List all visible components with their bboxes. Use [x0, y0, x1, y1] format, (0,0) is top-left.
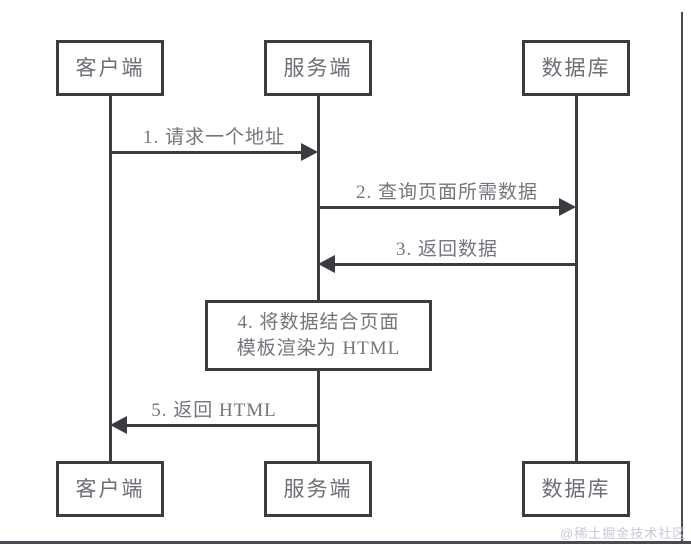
- message-label-1: 1. 请求一个地址: [142, 127, 285, 148]
- lifeline-server: [317, 96, 320, 466]
- participant-box-server-top[interactable]: 服务端: [264, 40, 372, 96]
- message-label-2: 2. 查询页面所需数据: [355, 182, 538, 203]
- message-arrowhead-5: [110, 416, 127, 434]
- watermark-label: @稀土掘金技术社区: [560, 526, 687, 541]
- participant-label-server-top: 服务端: [283, 55, 353, 80]
- note-line-2: 模板渲染为 HTML: [236, 337, 401, 359]
- participant-label-database-bottom: 数据库: [541, 476, 611, 501]
- message-line-2: [318, 206, 560, 209]
- message-line-3: [334, 263, 578, 266]
- lifeline-client: [109, 96, 112, 466]
- message-arrowhead-3: [318, 255, 335, 273]
- participant-box-database-top[interactable]: 数据库: [522, 40, 630, 96]
- message-line-1: [110, 151, 302, 154]
- note-box-render[interactable]: 4. 将数据结合页面 模板渲染为 HTML: [205, 300, 432, 371]
- participant-label-database-top: 数据库: [541, 55, 611, 80]
- message-label-5: 5. 返回 HTML: [151, 400, 277, 421]
- participant-box-server-bottom[interactable]: 服务端: [264, 461, 372, 517]
- participant-label-client-bottom: 客户端: [75, 476, 145, 501]
- participant-label-client-top: 客户端: [75, 55, 145, 80]
- message-label-3: 3. 返回数据: [395, 239, 498, 260]
- message-arrowhead-1: [301, 143, 318, 161]
- note-line-1: 4. 将数据结合页面: [237, 311, 400, 333]
- participant-box-client-bottom[interactable]: 客户端: [56, 461, 164, 517]
- participant-box-client-top[interactable]: 客户端: [56, 40, 164, 96]
- lifeline-database: [575, 96, 578, 466]
- frame-right-rule: [681, 12, 683, 544]
- message-arrowhead-2: [559, 198, 576, 216]
- participant-label-server-bottom: 服务端: [283, 476, 353, 501]
- participant-box-database-bottom[interactable]: 数据库: [522, 461, 630, 517]
- message-line-5: [126, 424, 318, 427]
- frame-bottom-rule: [0, 541, 691, 544]
